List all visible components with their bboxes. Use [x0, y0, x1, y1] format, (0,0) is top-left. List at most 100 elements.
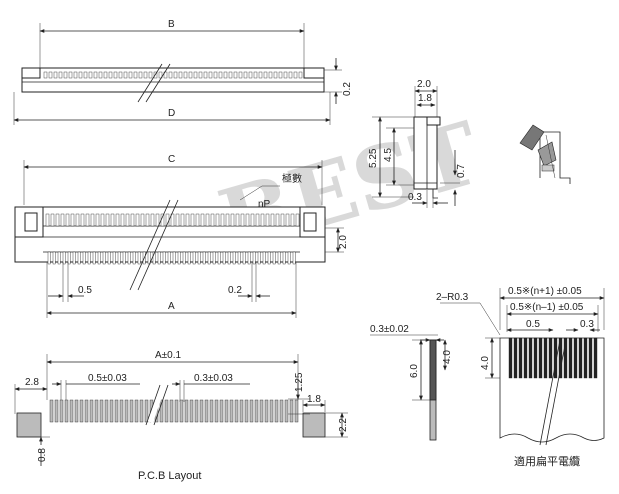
- contact-pin: [290, 213, 295, 227]
- contact-pin: [125, 213, 130, 227]
- contact-pin: [150, 213, 155, 227]
- contact-pin: [250, 213, 255, 227]
- top-tooth: [288, 71, 293, 79]
- pcb-pad: [79, 399, 84, 423]
- solder-lead: [267, 251, 271, 265]
- top-tooth: [113, 71, 118, 79]
- pcb-pad: [99, 399, 104, 423]
- pcb-pad: [184, 399, 189, 423]
- solder-lead: [92, 251, 96, 265]
- contact-pin: [140, 213, 145, 227]
- fpc-trace: [553, 337, 558, 379]
- dim-side-h-outer: 5.25: [368, 148, 379, 168]
- solder-lead: [207, 251, 211, 265]
- solder-lead: [102, 251, 106, 265]
- top-tooth: [138, 71, 143, 79]
- solder-lead: [217, 251, 221, 265]
- fpc-trace: [508, 337, 513, 379]
- dim-c-label: C: [168, 154, 175, 165]
- fpc-trace: [543, 337, 548, 379]
- contact-pin: [170, 213, 175, 227]
- dim-fpc-width-nm1: 0.5※(n–1) ±0.05: [510, 302, 584, 313]
- solder-lead: [162, 251, 166, 265]
- fpc-trace: [533, 337, 538, 379]
- contact-pin: [245, 213, 250, 227]
- dim-fpc-trace: 0.3: [580, 319, 594, 330]
- solder-lead: [167, 251, 171, 265]
- solder-lead: [67, 251, 71, 265]
- solder-lead: [257, 251, 261, 265]
- pcb-pad: [189, 399, 194, 423]
- pcb-pad: [49, 399, 54, 423]
- pin-label: nP: [258, 199, 271, 210]
- top-tooth: [263, 71, 268, 79]
- dim-cable-total: 6.0: [409, 364, 420, 378]
- solder-lead: [112, 251, 116, 265]
- contact-pin: [260, 213, 265, 227]
- top-tooth: [173, 71, 178, 79]
- fpc-trace: [568, 337, 573, 379]
- dim-top-height: 0.2: [342, 82, 353, 96]
- pcb-pad: [64, 399, 69, 423]
- solder-lead: [52, 251, 56, 265]
- top-tooth: [203, 71, 208, 79]
- top-tooth: [283, 71, 288, 79]
- top-tooth: [73, 71, 78, 79]
- contact-pin: [45, 213, 50, 227]
- fpc-cable-view: 0.5※(n+1) ±0.05 0.5※(n–1) ±0.05 0.5 0.3 …: [436, 286, 605, 468]
- contact-pin: [200, 213, 205, 227]
- top-tooth: [193, 71, 198, 79]
- solder-lead: [287, 251, 291, 265]
- solder-lead: [182, 251, 186, 265]
- contact-pin: [235, 213, 240, 227]
- dim-pcb-pitch: 0.5±0.03: [88, 373, 127, 384]
- solder-lead: [177, 251, 181, 265]
- top-tooth: [123, 71, 128, 79]
- dim-side-top-inner: 1.8: [418, 93, 432, 104]
- contact-pin: [280, 213, 285, 227]
- top-tooth: [68, 71, 73, 79]
- front-view: C 極數 nP 2.0 0.5 0.2 A: [14, 154, 349, 318]
- solder-lead: [197, 251, 201, 265]
- pin-label-cn: 極數: [282, 172, 302, 185]
- contact-pin: [115, 213, 120, 227]
- top-tooth: [143, 71, 148, 79]
- pcb-pad: [169, 399, 174, 423]
- pcb-pad: [89, 399, 94, 423]
- solder-lead: [147, 251, 151, 265]
- dim-d-label: D: [168, 108, 175, 119]
- top-tooth: [48, 71, 53, 79]
- top-tooth: [248, 71, 253, 79]
- pcb-pad: [204, 399, 209, 423]
- top-tooth: [98, 71, 103, 79]
- pcb-pad: [104, 399, 109, 423]
- fpc-trace: [548, 337, 553, 379]
- pcb-pad: [224, 399, 229, 423]
- pcb-pad: [219, 399, 224, 423]
- dim-pcb-a: A±0.1: [155, 350, 181, 361]
- side-view: 2.0 1.8 5.25 4.5 0.7 0.3: [368, 79, 467, 208]
- pcb-caption: P.C.B Layout: [138, 470, 201, 482]
- solder-lead: [242, 251, 246, 265]
- top-tooth: [253, 71, 258, 79]
- pcb-pad: [294, 399, 299, 423]
- dim-pcb-left: 2.8: [25, 377, 39, 388]
- dim-fpc-pitch: 0.5: [526, 319, 540, 330]
- solder-lead: [172, 251, 176, 265]
- top-tooth: [43, 71, 48, 79]
- solder-lead: [202, 251, 206, 265]
- pcb-pad: [174, 399, 179, 423]
- contact-pin: [90, 213, 95, 227]
- contact-pin: [265, 213, 270, 227]
- top-tooth: [258, 71, 263, 79]
- contact-pin: [270, 213, 275, 227]
- top-tooth: [88, 71, 93, 79]
- top-tooth: [53, 71, 58, 79]
- pcb-pad: [264, 399, 269, 423]
- dim-pcb-bottom: 0.8: [37, 448, 48, 462]
- top-tooth: [163, 71, 168, 79]
- cable-thickness-view: 0.3±0.02 6.0 4.0: [370, 324, 453, 441]
- contact-pin: [275, 213, 280, 227]
- top-tooth: [268, 71, 273, 79]
- pcb-pad: [234, 399, 239, 423]
